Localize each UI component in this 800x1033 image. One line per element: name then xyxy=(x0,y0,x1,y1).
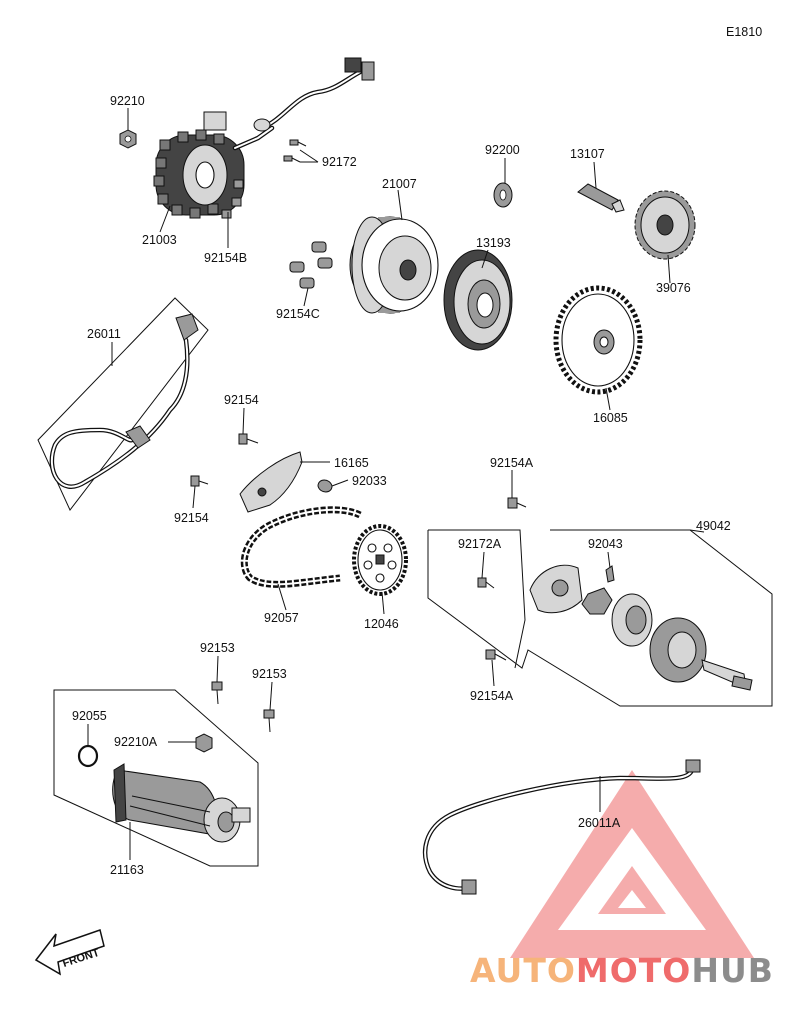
stator-part xyxy=(153,125,275,219)
sprocket-16085 xyxy=(553,285,643,395)
watermark-text-auto: AUTO xyxy=(470,951,576,990)
watermark-triangle-hole xyxy=(618,890,646,908)
bolt-92154-upper xyxy=(238,433,259,445)
label-92055: 92055 xyxy=(72,709,107,723)
bolt-92153-a xyxy=(211,681,223,705)
wire-26011-frame xyxy=(37,297,209,511)
label-49042: 49042 xyxy=(696,519,731,533)
bolt-92154-lower xyxy=(190,475,209,487)
flywheel-part xyxy=(349,216,439,314)
bolt-92154A-bottom xyxy=(485,649,507,661)
bolts-92154B xyxy=(221,179,244,219)
wire-26011A xyxy=(422,759,701,895)
gear-hub xyxy=(581,587,613,615)
watermark-text-moto: MOTO xyxy=(576,951,691,990)
bolt-92153-b xyxy=(263,709,275,733)
label-92210: 92210 xyxy=(110,94,145,108)
shaft-13107 xyxy=(577,183,625,213)
bolts-92154C xyxy=(289,241,333,289)
label-13193: 13193 xyxy=(476,236,511,250)
stator-connector-b xyxy=(361,61,375,81)
stator-grommet xyxy=(203,111,227,131)
screw-92172A xyxy=(477,577,495,589)
label-92154A-top: 92154A xyxy=(490,456,534,470)
starter-clutch-13193 xyxy=(443,249,513,351)
chain-92057 xyxy=(240,506,362,588)
watermark-logo: AUTOMOTOHUB xyxy=(470,770,774,990)
label-92057: 92057 xyxy=(264,611,299,625)
wire-26011 xyxy=(49,313,199,489)
label-92154-lower: 92154 xyxy=(174,511,209,525)
label-21007: 21007 xyxy=(382,177,417,191)
label-39076: 39076 xyxy=(656,281,691,295)
nut-92210A xyxy=(195,733,213,753)
label-26011A: 26011A xyxy=(578,816,621,830)
label-92154B: 92154B xyxy=(204,251,247,265)
starter-clutch-frame-inner xyxy=(428,529,526,669)
label-92033: 92033 xyxy=(352,474,387,488)
o-ring-92055 xyxy=(77,744,99,768)
sprocket-12046 xyxy=(352,524,408,596)
label-92153-a: 92153 xyxy=(200,641,235,655)
label-92043: 92043 xyxy=(588,537,623,551)
starter-motor-frame xyxy=(53,689,259,867)
label-92153-b: 92153 xyxy=(252,667,287,681)
bolt-92154A-top xyxy=(507,497,527,509)
front-arrow: FRONT xyxy=(34,929,105,976)
watermark-text-hub: HUB xyxy=(691,951,774,990)
svg-text:AUTOMOTOHUB: AUTOMOTOHUB xyxy=(470,951,774,990)
label-13107: 13107 xyxy=(570,147,605,161)
stator-harness-clamp xyxy=(253,118,271,132)
label-21003: 21003 xyxy=(142,233,177,247)
starter-motor-21163 xyxy=(112,763,251,843)
spring-92043 xyxy=(605,565,615,583)
label-26011: 26011 xyxy=(87,327,121,341)
label-21163: 21163 xyxy=(110,863,144,877)
label-92154A-bottom: 92154A xyxy=(470,689,514,703)
screws-92172 xyxy=(283,139,307,163)
guide-16165 xyxy=(239,451,303,513)
label-92154C: 92154C xyxy=(276,307,320,321)
label-92172A: 92172A xyxy=(458,537,502,551)
label-92154-upper: 92154 xyxy=(224,393,259,407)
label-16085: 16085 xyxy=(593,411,628,425)
label-92200: 92200 xyxy=(485,143,520,157)
leader-lines xyxy=(87,108,705,860)
clip-92033 xyxy=(317,479,333,493)
starter-clutch-frame xyxy=(427,529,773,707)
label-16165: 16165 xyxy=(334,456,369,470)
diagram-code: E1810 xyxy=(726,25,762,39)
label-12046: 12046 xyxy=(364,617,399,631)
label-92210A: 92210A xyxy=(114,735,158,749)
stator-connector-a xyxy=(344,57,362,73)
label-92172: 92172 xyxy=(322,155,357,169)
gear-39076 xyxy=(634,190,696,260)
